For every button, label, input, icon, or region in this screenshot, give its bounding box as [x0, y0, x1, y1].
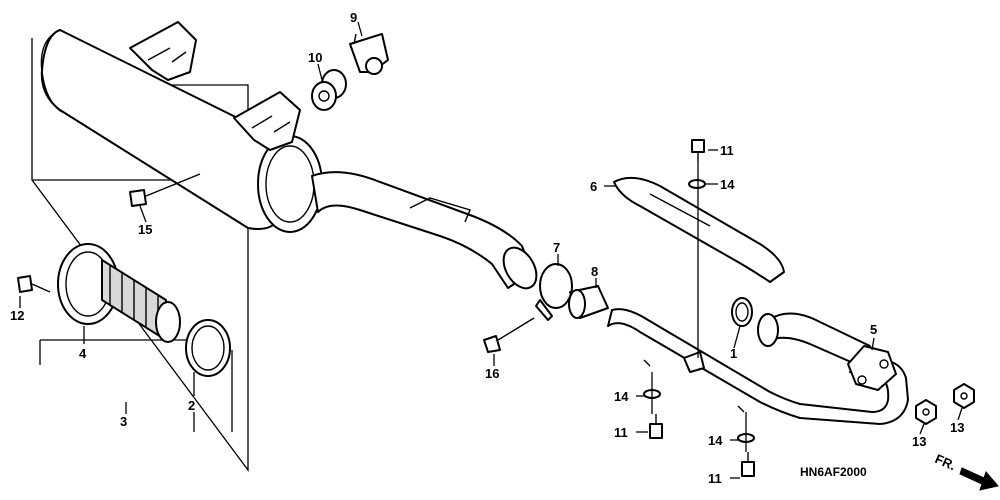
- callout-13-left: 13: [912, 434, 926, 449]
- callout-12: 12: [10, 308, 24, 323]
- callout-16: 16: [485, 366, 499, 381]
- exhaust-pipe-icon: [607, 308, 909, 425]
- bolt-icon: [483, 317, 535, 353]
- callout-14-low: 14: [708, 433, 723, 448]
- gasket-icon: [731, 297, 753, 327]
- rubber-mount-icon: [311, 69, 347, 111]
- callout-4: 4: [79, 346, 87, 361]
- bracket-icon: [349, 33, 389, 75]
- spark-arrester-icon: [57, 243, 181, 343]
- callout-9: 9: [350, 10, 357, 25]
- callout-labels: 9 10 15 12 4 2 3 7 8 16 6 11 14 1 5 14 1…: [10, 10, 964, 486]
- callout-2: 2: [188, 398, 195, 413]
- callout-6: 6: [590, 179, 597, 194]
- callout-8: 8: [591, 264, 598, 279]
- joint-collar-icon: [568, 285, 609, 319]
- callout-7: 7: [553, 240, 560, 255]
- callout-14-mid: 14: [614, 389, 629, 404]
- callout-11-low: 11: [708, 471, 722, 486]
- callout-5: 5: [870, 322, 877, 337]
- leader-lines: [19, 21, 963, 479]
- washer-icon: [688, 179, 706, 189]
- muffler-icon: [40, 21, 538, 290]
- nut-icon: [953, 383, 975, 409]
- band-clamp-icon: [535, 263, 573, 321]
- callout-15: 15: [138, 222, 152, 237]
- callout-13-right: 13: [950, 420, 964, 435]
- bolt-icon: [17, 275, 51, 293]
- gasket-icon: [185, 319, 231, 377]
- callout-14-top: 14: [720, 177, 735, 192]
- bolt-icon: [691, 139, 705, 162]
- bolt-icon: [129, 173, 201, 207]
- diagram-code: HN6AF2000: [800, 465, 867, 479]
- callout-1: 1: [730, 346, 737, 361]
- callout-10: 10: [308, 50, 322, 65]
- callout-11-top: 11: [720, 143, 734, 158]
- callout-3: 3: [120, 414, 127, 429]
- nut-icon: [915, 399, 937, 425]
- pipe-protector-icon: [613, 176, 785, 283]
- bolt-icon: [649, 414, 663, 439]
- bolt-icon: [741, 452, 755, 477]
- front-arrow-icon: FR.: [933, 451, 999, 491]
- callout-11-mid: 11: [614, 425, 628, 440]
- front-label: FR.: [933, 451, 958, 473]
